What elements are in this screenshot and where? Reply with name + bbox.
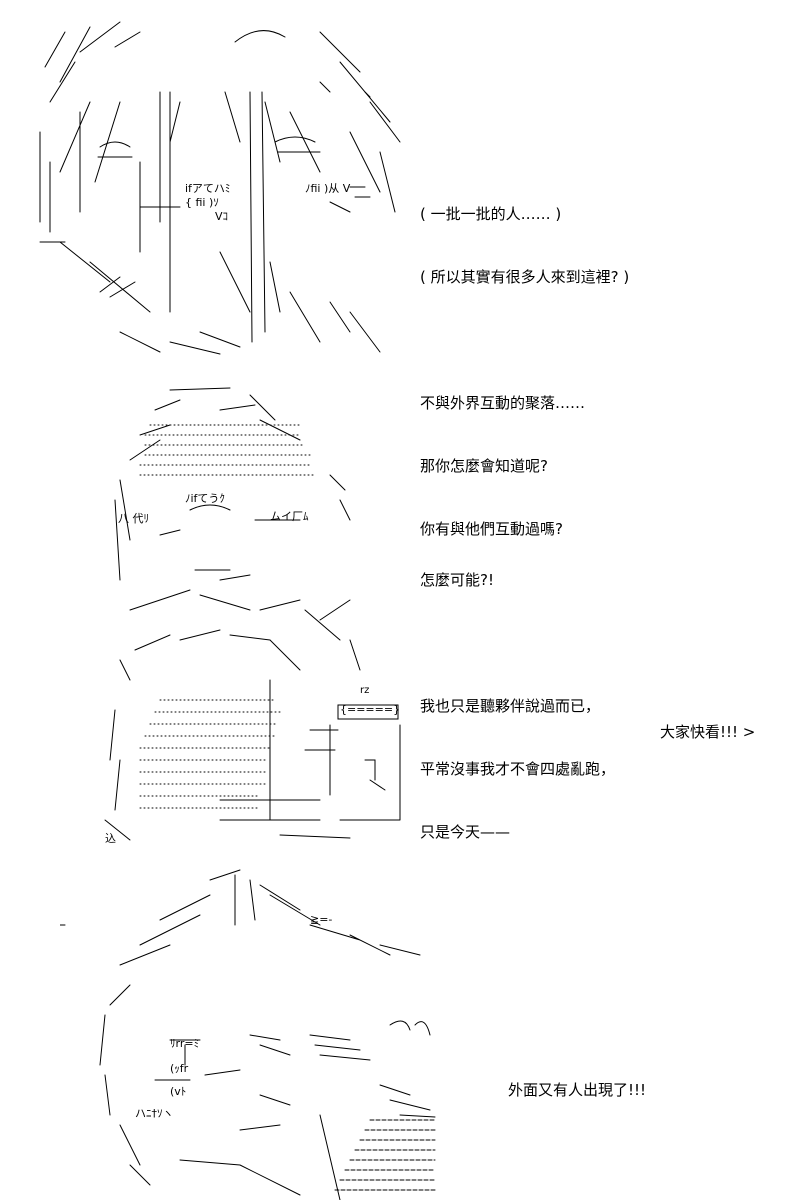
ascii-art-fragment: ハﾆ†ｿヽ — [135, 1107, 174, 1120]
dialogue-line: 不與外界互動的聚落…… — [420, 394, 586, 412]
dialogue-spacer — [420, 633, 615, 654]
ascii-art-fragment: (ｯfr — [170, 1062, 189, 1075]
dialogue-block-2: 怎麼可能?! 我也只是聽夥伴說過而已， 平常沒事我才不會四處亂跑， 只是今天—— — [420, 528, 615, 885]
ascii-art-fragment: ≧=- — [310, 913, 333, 926]
dialogue-line: 你有與他們互動過嗎? — [420, 520, 563, 538]
dialogue-line: 怎麼可能?! — [420, 571, 494, 589]
ascii-art-fragment: ifアてハﾐ — [185, 182, 231, 195]
ascii-art-fragment: ﾘrr=ﾐ — [170, 1037, 200, 1050]
ascii-art-character-2: ﾉifてうｸ 八 代ﾘ ムイ厂ﾑ rz {=====} 込 — [100, 380, 420, 850]
ascii-art-fragment: rz — [360, 685, 370, 696]
dialogue-spacer — [420, 330, 629, 351]
ascii-art-fragment: (vﾄ — [170, 1085, 187, 1098]
ascii-art-fragment: { fii )ｿ — [185, 196, 219, 209]
ascii-art-fragment: 込 — [105, 832, 116, 845]
side-dialogue-line: 大家快看!!! > — [660, 723, 756, 741]
dialogue-line: 那你怎麼會知道呢? — [420, 457, 548, 475]
dialogue-line: ( 所以其實有很多人來到這裡? ) — [420, 268, 630, 286]
dialogue-block-3: 外面又有人出現了!!! — [508, 1038, 646, 1143]
panel-2: ﾉifてうｸ 八 代ﾘ ムイ厂ﾑ rz {=====} 込 怎麼可能?! 我也只… — [0, 370, 800, 860]
ascii-art-fragment: {=====} — [340, 703, 401, 716]
dialogue-block-1: ( 一批一批的人…… ) ( 所以其實有很多人來到這裡? ) 不與外界互動的聚落… — [420, 162, 629, 582]
ascii-art-fragment: ムイ厂ﾑ — [270, 510, 309, 523]
ascii-art-fragment: 八 代ﾘ — [118, 512, 149, 525]
ascii-art-fragment: ﾉifてうｸ — [185, 492, 225, 505]
panel-3: ≧=- ﾘrr=ﾐ (ｯfr (vﾄ ハﾆ†ｿヽ 外面又有人出現了!!! — [0, 860, 800, 1200]
dialogue-line: 只是今天—— — [420, 823, 511, 841]
ascii-art-character-3: ≧=- ﾘrr=ﾐ (ｯfr (vﾄ ハﾆ†ｿヽ — [60, 865, 450, 1200]
dialogue-line: 外面又有人出現了!!! — [508, 1081, 647, 1099]
dialogue-line: ( 一批一批的人…… ) — [420, 205, 562, 223]
ascii-art-character-1: ifアてハﾐ { fii )ｿ ﾉfii )从 V Vｺ — [20, 12, 410, 362]
panel-1: ifアてハﾐ { fii )ｿ ﾉfii )从 V Vｺ ( 一批一批的人…… … — [0, 0, 800, 538]
ascii-art-fragment: Vｺ — [215, 210, 229, 223]
ascii-art-fragment: ﾉfii )从 V — [305, 182, 351, 195]
dialogue-line: 平常沒事我才不會四處亂跑， — [420, 760, 616, 778]
dialogue-line: 我也只是聽夥伴說過而已， — [420, 697, 601, 715]
